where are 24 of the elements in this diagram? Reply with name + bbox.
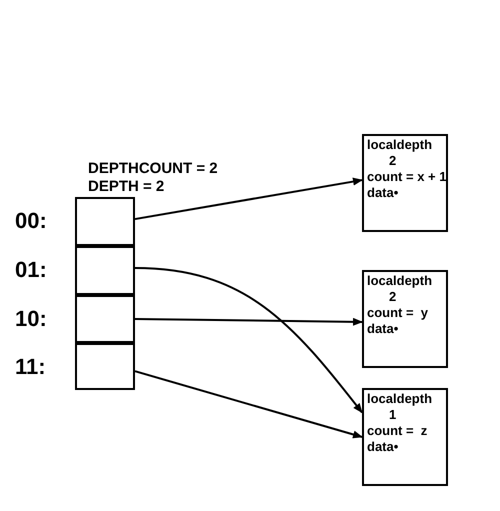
pointer-arrow bbox=[134, 267, 363, 414]
bucket-field: localdepth bbox=[367, 137, 443, 153]
bucket-field: count = z bbox=[367, 423, 443, 439]
bucket-index: 01: bbox=[15, 258, 47, 282]
depth-value: 2 bbox=[388, 153, 398, 169]
directory-heading: DEPTHCOUNT = 2 bbox=[88, 160, 218, 178]
bucket-field: data• bbox=[367, 185, 443, 201]
bucket-box bbox=[362, 134, 448, 232]
pointer-arrow bbox=[134, 318, 363, 326]
depth-value: 2 bbox=[388, 289, 398, 305]
bucket-field: localdepth bbox=[367, 391, 443, 407]
bucket-field: localdepth bbox=[367, 273, 443, 289]
pointer-arrow bbox=[134, 178, 363, 220]
bucket-index: 11: bbox=[15, 355, 46, 379]
depth-value: 1 bbox=[388, 407, 398, 423]
directory-heading: DEPTH = 2 bbox=[88, 178, 164, 196]
bucket-index: 10: bbox=[15, 307, 47, 331]
bucket-field: data• bbox=[367, 321, 443, 337]
bucket-box bbox=[362, 388, 448, 486]
bucket-field: data• bbox=[367, 439, 443, 455]
pointer-arrow bbox=[134, 370, 363, 438]
bucket-field: count = y bbox=[367, 305, 443, 321]
bucket-box bbox=[362, 270, 448, 368]
bucket-index: 00: bbox=[15, 209, 47, 233]
